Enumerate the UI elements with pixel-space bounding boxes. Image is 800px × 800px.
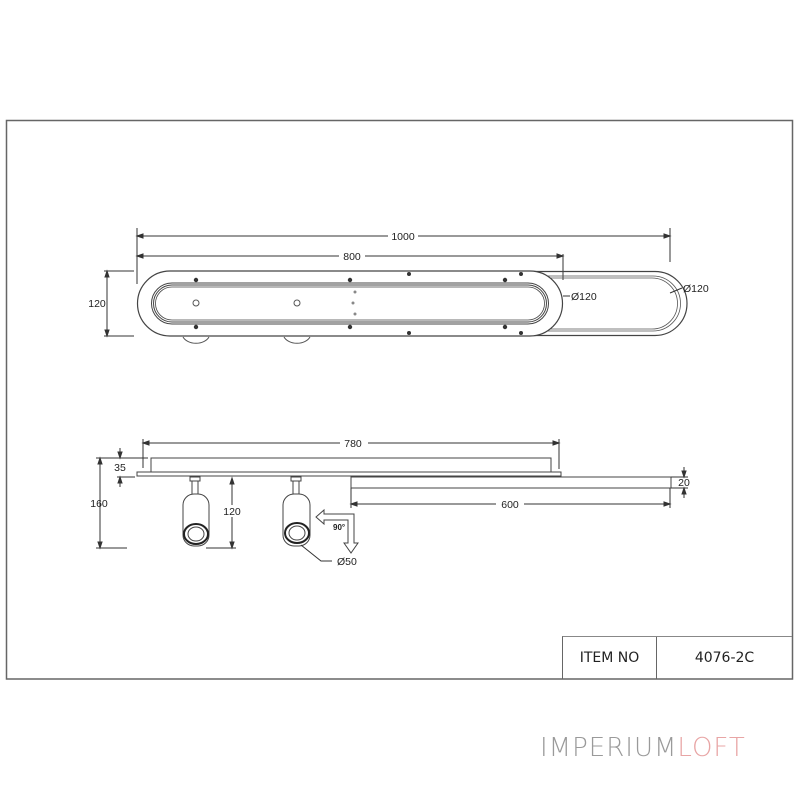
dim-canopy-length: 780 (344, 438, 362, 450)
dim-base-length: 800 (343, 251, 361, 263)
title-block: ITEM NO 4076-2C (562, 636, 792, 679)
brand-logo-part2: LOFT (677, 733, 746, 763)
dim-overall-length-label: 1000 (391, 231, 415, 243)
item-no-value: 4076-2C (694, 650, 755, 666)
side-view (96, 439, 688, 561)
brand-logo: IMPERIUMLOFT (540, 733, 746, 763)
dim-slide-thickness: 20 (678, 477, 690, 489)
dim-canopy-height: 35 (114, 462, 126, 474)
top-view (104, 228, 687, 343)
drawing-frame (7, 121, 793, 680)
dim-slide-length: 600 (501, 499, 519, 511)
rotation-angle-label: 90° (333, 523, 345, 532)
item-no-label: ITEM NO (563, 637, 657, 679)
brand-logo-part1: IMPERIUM (540, 733, 678, 763)
dim-spot-height: 120 (223, 506, 241, 518)
dim-slide-end-diameter: Ø120 (683, 283, 709, 295)
dim-base-end-diameter: Ø120 (571, 291, 597, 303)
dim-total-height: 160 (90, 498, 108, 510)
dim-spot-diameter: Ø50 (337, 556, 357, 568)
dim-height-top: 120 (88, 298, 106, 310)
